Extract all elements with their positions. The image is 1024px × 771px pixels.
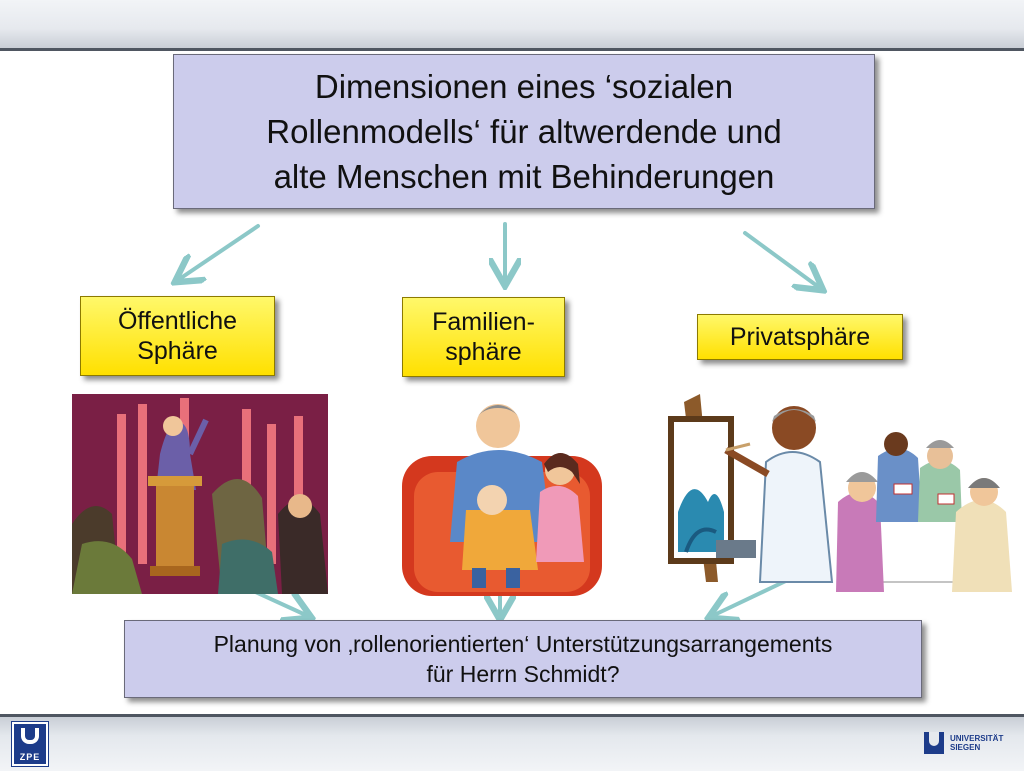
header-band: [0, 0, 1024, 51]
university-logo: UNIVERSITÄT SIEGEN: [924, 730, 1016, 756]
arrow-to-public: [178, 224, 260, 280]
sphere-family-line-2: sphäre: [445, 338, 522, 366]
zpe-logo-text: ZPE: [19, 752, 41, 762]
sphere-public-label: Öffentliche Sphäre: [80, 296, 275, 376]
question-line-2: für Herrn Schmidt?: [426, 661, 620, 687]
title-box: Dimensionen eines ‘sozialen Rollenmodell…: [173, 54, 875, 209]
university-logo-line-2: SIEGEN: [950, 743, 981, 752]
sphere-public-line-2: Sphäre: [137, 337, 218, 365]
university-logo-line-1: UNIVERSITÄT: [950, 734, 1004, 743]
question-line-1: Planung von ‚rollenorientierten‘ Unterst…: [213, 631, 833, 657]
sphere-private-line-1: Privatsphäre: [729, 323, 871, 351]
sphere-family-label: Familien- sphäre: [402, 297, 565, 377]
title-line-1: Dimensionen eines ‘sozialen: [314, 68, 734, 105]
title-line-3: alte Menschen mit Behinderungen: [273, 158, 775, 195]
sphere-private-label: Privatsphäre: [697, 314, 903, 360]
footer-band: [0, 714, 1024, 771]
question-box: Planung von ‚rollenorientierten‘ Unterst…: [124, 620, 922, 698]
zpe-logo-icon: [21, 728, 39, 744]
zpe-logo: ZPE: [12, 722, 48, 766]
title-line-2: Rollenmodells‘ für altwerdende und: [266, 113, 782, 150]
private-leisure-illustration: [668, 394, 1012, 592]
sphere-family-line-1: Familien-: [432, 308, 535, 336]
sphere-public-line-1: Öffentliche: [117, 307, 238, 335]
family-illustration: [402, 404, 602, 596]
public-speech-illustration: [72, 394, 328, 594]
arrow-to-private: [743, 231, 820, 288]
arrow-private-to-question: [712, 576, 794, 616]
university-logo-icon: [924, 732, 944, 754]
